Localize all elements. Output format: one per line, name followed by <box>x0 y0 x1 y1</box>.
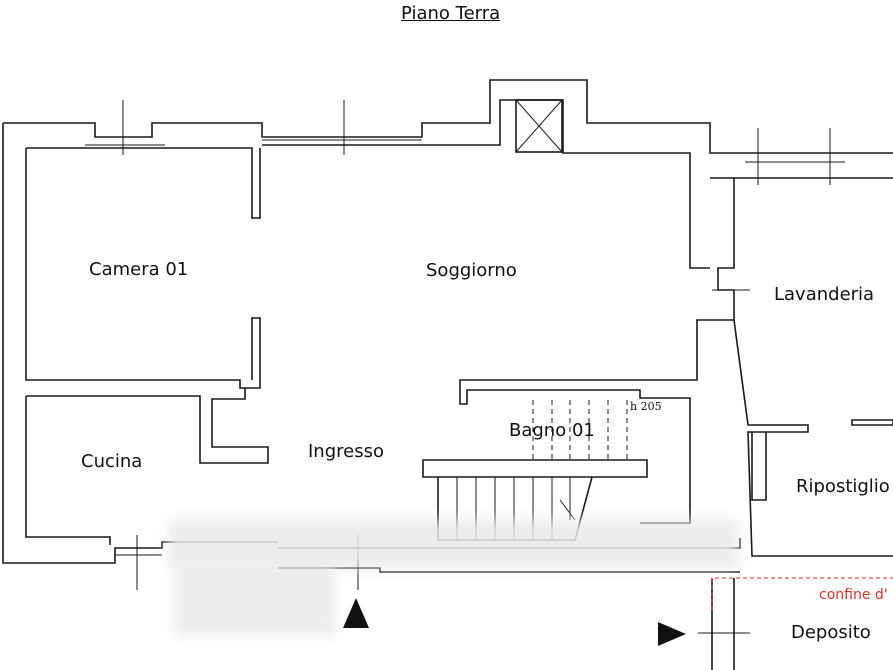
watermark-band <box>168 520 738 568</box>
inner-wall-top <box>26 147 261 219</box>
room-bagno: Bagno 01 <box>509 420 595 441</box>
watermark-band-lower <box>175 565 335 635</box>
room-deposito: Deposito <box>791 622 871 643</box>
cucina-wall <box>26 388 269 464</box>
camera-wall <box>25 148 261 389</box>
room-cucina: Cucina <box>81 451 143 472</box>
riposto-door <box>751 432 767 501</box>
lavanderia-left <box>459 178 735 524</box>
inner-wall-soggiorno <box>262 99 710 269</box>
deposito-wall <box>711 578 735 670</box>
corridor-wall <box>278 567 740 573</box>
boundary-note: confine d' <box>819 587 888 603</box>
cucina-left <box>25 396 111 545</box>
stair-dashed <box>532 400 628 460</box>
ripostiglio-left <box>733 319 893 557</box>
room-lavanderia: Lavanderia <box>774 284 875 305</box>
outer-wall-left <box>2 123 278 564</box>
ripostiglio-mid <box>851 419 893 426</box>
height-note: h 205 <box>630 400 662 413</box>
triangle-right-icon <box>658 622 686 646</box>
outer-wall <box>3 79 893 154</box>
page-title: Piano Terra <box>401 3 501 24</box>
room-soggiorno: Soggiorno <box>426 260 517 281</box>
stair-block <box>422 459 648 478</box>
room-ingresso: Ingresso <box>308 441 384 462</box>
triangle-up-icon <box>343 598 369 628</box>
chimney <box>515 99 563 153</box>
room-camera: Camera 01 <box>89 259 189 280</box>
boundary-line <box>711 577 893 610</box>
room-ripostiglio: Ripostiglio <box>796 476 890 497</box>
